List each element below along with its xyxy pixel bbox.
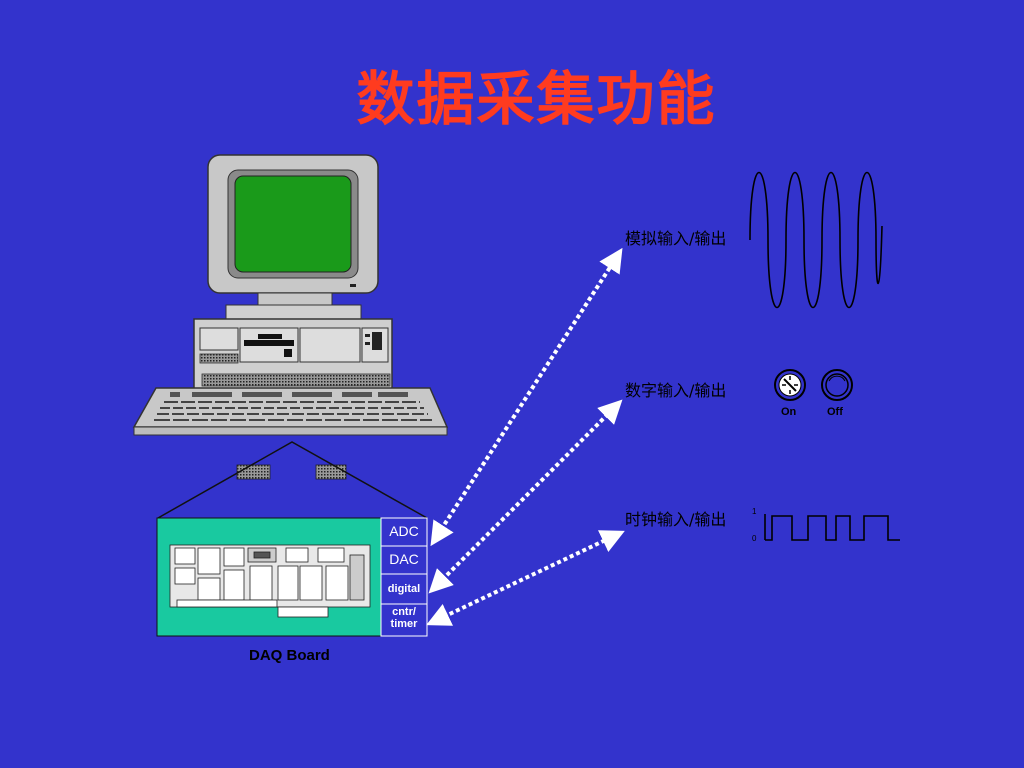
- digital-switch-on: [774, 369, 806, 401]
- circuit-board-chips: [169, 544, 371, 618]
- analog-sine-wave: [749, 172, 883, 309]
- arrow-digital: [428, 399, 623, 594]
- digital-io-label: 数字输入/输出: [625, 381, 727, 400]
- port-counter-timer: cntr/ timer: [381, 606, 427, 630]
- daq-board-caption: DAQ Board: [249, 647, 330, 664]
- daq-board: [156, 517, 428, 637]
- signal-arrows: [426, 247, 625, 626]
- page-title: 数据采集功能: [356, 65, 717, 133]
- keyboard: [132, 387, 449, 436]
- clock-high-label: 1: [752, 507, 757, 516]
- arrow-analog: [430, 247, 623, 547]
- port-counter-label: cntr/: [392, 606, 416, 618]
- switch-on-label: On: [781, 406, 797, 418]
- daq-connector: [157, 441, 428, 519]
- switch-off-label: Off: [827, 406, 843, 418]
- port-timer-label: timer: [390, 618, 418, 630]
- clock-square-wave: [764, 514, 900, 541]
- analog-io-label: 模拟输入/输出: [625, 229, 727, 248]
- port-adc: ADC: [389, 523, 419, 539]
- arrow-clock: [426, 530, 625, 626]
- port-digital: digital: [387, 583, 421, 595]
- computer-base-unit: [193, 318, 393, 390]
- clock-io-label: 时钟输入/输出: [625, 510, 727, 529]
- digital-switch-off: [821, 369, 853, 401]
- computer-monitor: [207, 154, 379, 320]
- clock-low-label: 0: [752, 534, 757, 543]
- port-dac: DAC: [389, 551, 419, 567]
